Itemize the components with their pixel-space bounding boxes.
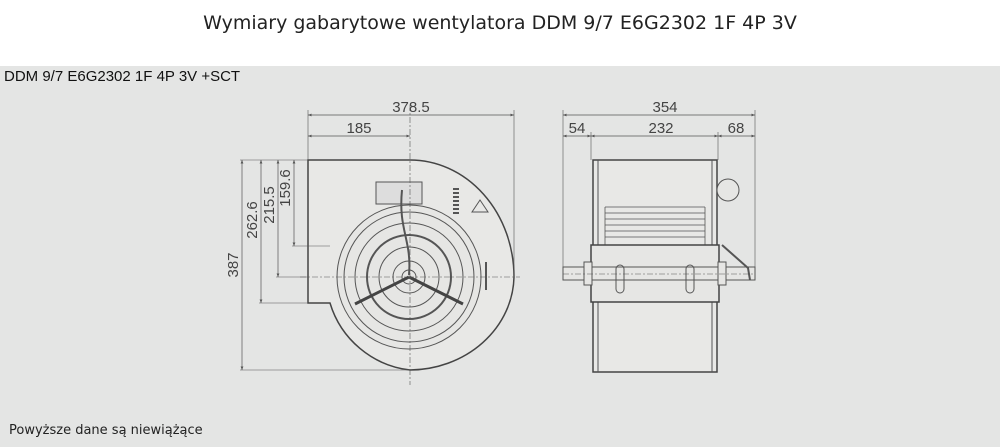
page-title: Wymiary gabarytowe wentylatora DDM 9/7 E… bbox=[203, 12, 797, 34]
dim-159-6: 159.6 bbox=[277, 169, 294, 207]
dim-354: 354 bbox=[652, 99, 677, 116]
dim-387: 387 bbox=[225, 252, 242, 277]
dim-378-5: 378.5 bbox=[392, 99, 430, 116]
model-label: DDM 9/7 E6G2302 1F 4P 3V +SCT bbox=[4, 68, 241, 85]
dim-185: 185 bbox=[346, 120, 371, 137]
side-view bbox=[562, 110, 756, 373]
dim-54: 54 bbox=[569, 120, 586, 137]
dim-68: 68 bbox=[728, 120, 745, 137]
dim-215-5: 215.5 bbox=[261, 186, 278, 224]
front-view bbox=[240, 105, 520, 385]
dim-232: 232 bbox=[648, 120, 673, 137]
dim-262-6: 262.6 bbox=[244, 201, 261, 239]
disclaimer-note: Powyższe dane są niewiążące bbox=[9, 423, 203, 438]
